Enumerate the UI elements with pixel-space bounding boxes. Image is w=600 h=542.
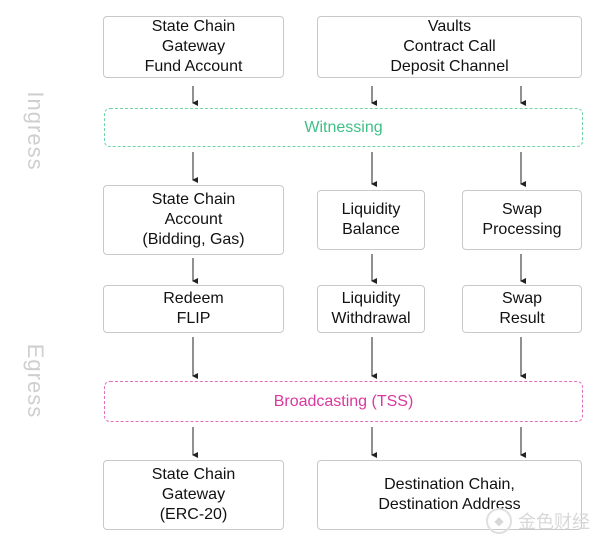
redeem-flip-label: Redeem FLIP: [163, 290, 224, 327]
swap-processing-label: Swap Processing: [482, 201, 562, 238]
state-chain-gateway-erc20-box: State Chain Gateway (ERC-20): [103, 460, 284, 530]
broadcasting-band: Broadcasting (TSS): [104, 381, 583, 422]
swap-processing-box: Swap Processing: [462, 190, 582, 250]
state-chain-account-label: State Chain Account (Bidding, Gas): [142, 191, 245, 248]
state-chain-gateway-fund-label: State Chain Gateway Fund Account: [144, 18, 243, 75]
watermark: ◆ 金色财经: [486, 508, 590, 534]
watermark-text: 金色财经: [518, 512, 590, 532]
vaults-box: Vaults Contract Call Deposit Channel: [317, 16, 582, 78]
redeem-flip-box: Redeem FLIP: [103, 285, 284, 333]
witnessing-band: Witnessing: [104, 108, 583, 147]
coin-logo-icon: ◆: [486, 508, 512, 534]
state-chain-gateway-fund-box: State Chain Gateway Fund Account: [103, 16, 284, 78]
liquidity-balance-label: Liquidity Balance: [341, 201, 401, 238]
state-chain-gateway-erc20-label: State Chain Gateway (ERC-20): [151, 466, 236, 523]
state-chain-account-box: State Chain Account (Bidding, Gas): [103, 185, 284, 255]
liquidity-withdrawal-box: Liquidity Withdrawal: [317, 285, 425, 333]
witnessing-label: Witnessing: [304, 118, 383, 136]
broadcasting-label: Broadcasting (TSS): [273, 392, 414, 410]
liquidity-withdrawal-label: Liquidity Withdrawal: [331, 290, 411, 327]
swap-result-label: Swap Result: [499, 290, 545, 327]
swap-result-box: Swap Result: [462, 285, 582, 333]
vaults-label: Vaults Contract Call Deposit Channel: [390, 18, 509, 75]
destination-label: Destination Chain, Destination Address: [378, 476, 521, 513]
liquidity-balance-box: Liquidity Balance: [317, 190, 425, 250]
destination-box: Destination Chain, Destination Address: [317, 460, 582, 530]
